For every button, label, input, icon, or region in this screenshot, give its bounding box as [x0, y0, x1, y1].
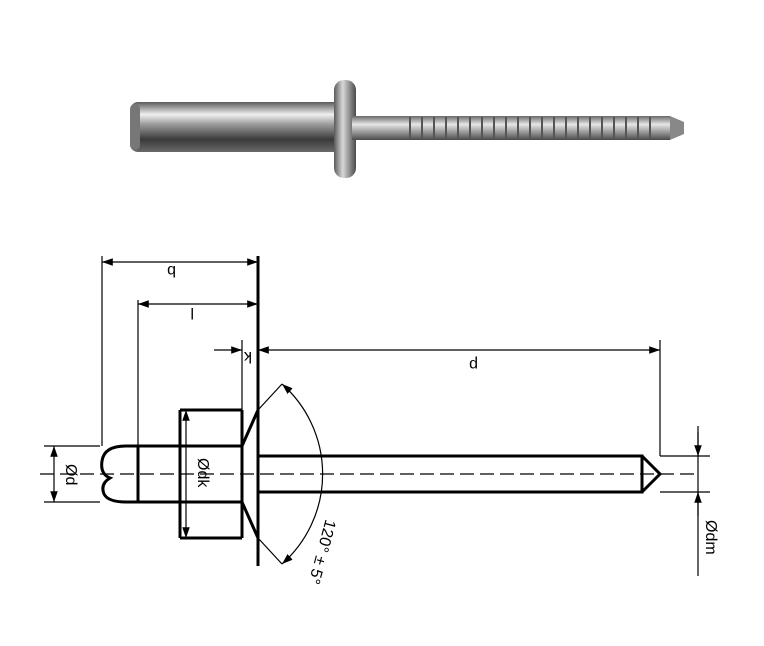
- angle-arc: [281, 383, 324, 565]
- rivet-tail-outline: [100, 444, 138, 504]
- mandrel-grooves: [409, 117, 651, 139]
- dimension-l-label: l: [190, 304, 194, 321]
- dimension-k-label: k: [243, 348, 252, 365]
- dimension-p-label: p: [469, 356, 478, 373]
- rivet-photo: [130, 80, 684, 178]
- mandrel-photo: [352, 116, 684, 140]
- dimension-d-label: Ød: [62, 464, 79, 485]
- rivet-flange-photo: [334, 80, 356, 178]
- dimension-dk-label: Ødk: [194, 458, 211, 488]
- dimension-b-label: b: [167, 262, 176, 279]
- dimension-dm-label: Ødm: [702, 520, 719, 555]
- rivet-body-photo: [130, 102, 342, 152]
